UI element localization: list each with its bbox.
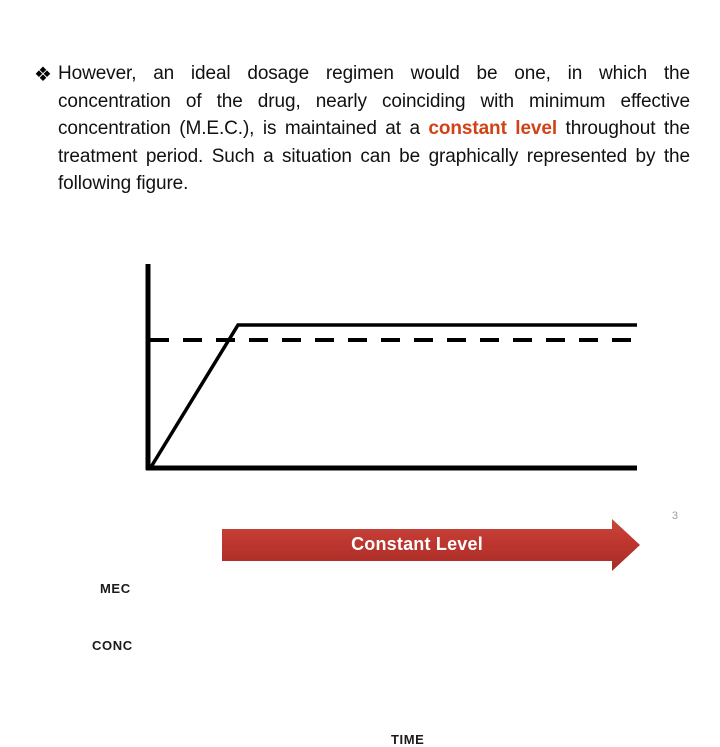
- axis-label-time: TIME: [391, 732, 425, 747]
- body-text-part-1: However, an ideal dosage regimen would b…: [58, 63, 690, 139]
- slide-page-number: 3: [671, 510, 678, 522]
- highlight-constant-level: constant level: [428, 118, 558, 139]
- concentration-curve: [149, 323, 637, 468]
- concentration-time-figure: Constant Level MEC CONC TIME: [0, 250, 720, 747]
- bullet-diamond-icon: ❖: [34, 64, 52, 86]
- axis-label-mec: MEC: [100, 581, 131, 596]
- axis-label-conc: CONC: [92, 638, 133, 653]
- bullet-text: However, an ideal dosage regimen would b…: [58, 60, 690, 198]
- constant-level-arrow-banner: [222, 519, 640, 571]
- chart-plot-area: [145, 264, 637, 471]
- arrow-shape: [222, 519, 640, 571]
- bullet-paragraph: ❖ However, an ideal dosage regimen would…: [30, 60, 690, 198]
- slide-body-text: ❖ However, an ideal dosage regimen would…: [30, 60, 690, 198]
- body-text-part-2: throughout the treatment period. Such a …: [58, 118, 690, 194]
